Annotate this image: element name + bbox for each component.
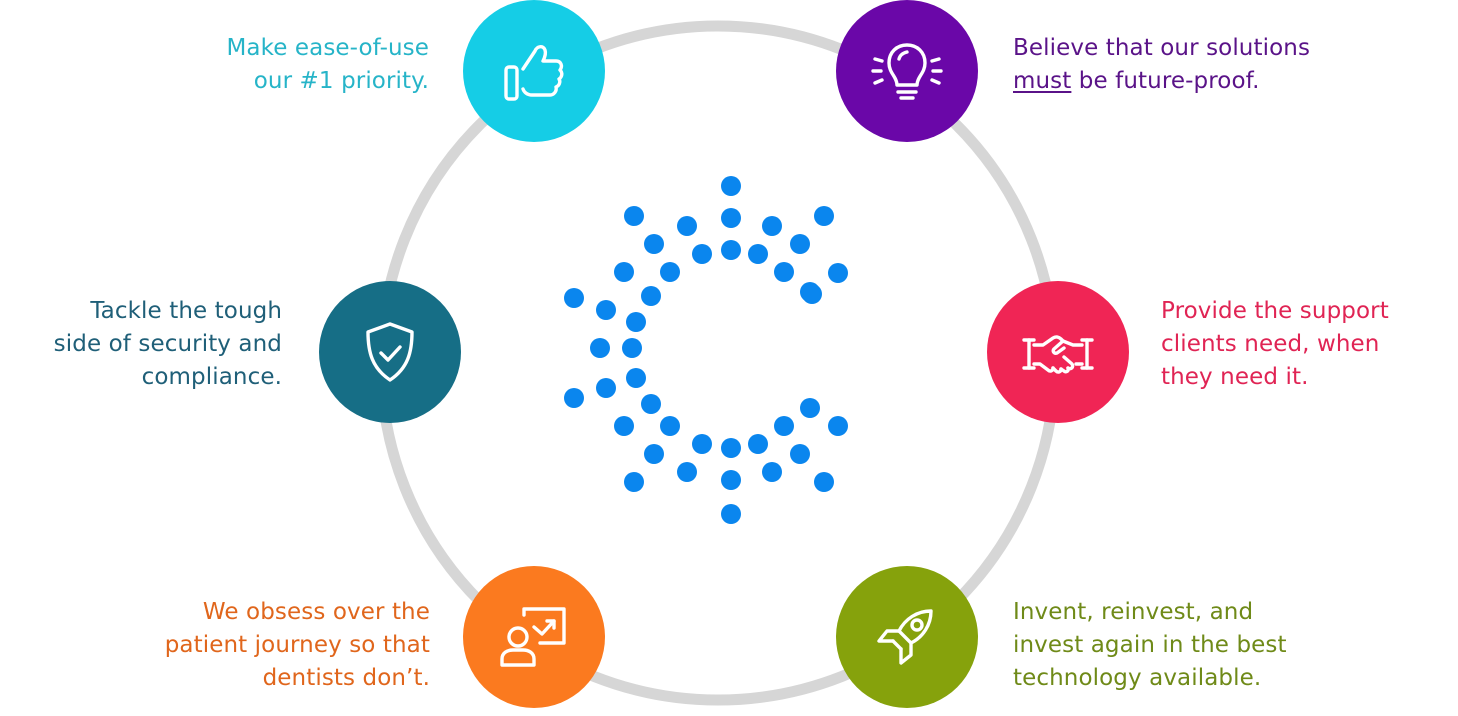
ease-of-use-line-1: Make ease-of-use [226,35,429,61]
technology-line-1: Invent, reinvest, and [1013,599,1254,625]
support-line-3: they need it. [1161,364,1309,390]
future-proof-badge [836,0,978,142]
support-line-2: clients need, when [1161,331,1380,357]
brand-logo [564,176,848,524]
logo-dot [692,244,712,264]
technology-text: Invent, reinvest, and invest again in th… [1013,596,1287,695]
patient-journey-badge [463,566,605,708]
security-text: Tackle the tough side of security and co… [54,295,282,394]
logo-dot [596,300,616,320]
ease-of-use-text: Make ease-of-use our #1 priority. [226,32,429,98]
logo-dot [692,434,712,454]
logo-dot [564,388,584,408]
patient-journey-line-2: patient journey so that [164,632,430,658]
patient-journey-line-1: We obsess over the [202,599,430,625]
patient-journey-text: We obsess over the patient journey so th… [165,596,430,695]
security-line-3: compliance. [141,364,282,390]
ease-of-use-badge [463,0,605,142]
logo-dot [721,470,741,490]
logo-dot [644,234,664,254]
security-line-1: Tackle the tough [90,298,282,324]
technology-line-2: invest again in the best [1013,632,1287,658]
support-text: Provide the support clients need, when t… [1161,295,1389,394]
future-proof-line-2: must be future-proof. [1013,65,1310,98]
logo-dot [721,208,741,228]
logo-dot [748,244,768,264]
logo-dot [641,286,661,306]
logo-dot [677,462,697,482]
logo-dot [564,288,584,308]
logo-dot [590,338,610,358]
logo-dot [614,416,634,436]
logo-dot [721,240,741,260]
logo-dot [622,338,642,358]
logo-dot [828,416,848,436]
logo-dot [626,312,646,332]
logo-dot [748,434,768,454]
logo-dot [624,206,644,226]
future-proof-emphasis: must [1013,68,1072,94]
ease-of-use-line-2: our #1 priority. [253,68,429,94]
future-proof-line-2-rest: be future-proof. [1071,68,1260,94]
lightbulb-icon [871,43,943,100]
logo-dot [828,263,848,283]
logo-dot [814,472,834,492]
logo-dot [774,262,794,282]
logo-dot [624,472,644,492]
logo-dot [774,416,794,436]
logo-dot [814,206,834,226]
technology-line-3: technology available. [1013,665,1262,691]
rocket-icon [877,609,933,665]
logo-dot [626,368,646,388]
logo-dot [790,444,810,464]
logo-dot [677,216,697,236]
logo-dot [644,444,664,464]
shield-check-icon [366,322,414,382]
logo-dot [721,176,741,196]
security-line-2: side of security and [53,331,282,357]
support-badge [987,281,1129,423]
technology-badge [836,566,978,708]
handshake-icon [1022,335,1094,374]
logo-dot [660,262,680,282]
logo-dot [641,394,661,414]
patient-journey-line-3: dentists don’t. [262,665,430,691]
presenter-icon [500,607,566,667]
thumbs-up-icon [504,45,564,101]
logo-dot [614,262,634,282]
future-proof-text: Believe that our solutions must be futur… [1013,32,1310,98]
logo-dot [762,216,782,236]
logo-dot [762,462,782,482]
logo-dot [790,234,810,254]
logo-dot [660,416,680,436]
security-badge [319,281,461,423]
logo-dot [800,398,820,418]
support-line-1: Provide the support [1161,298,1389,324]
logo-dot [721,438,741,458]
logo-dot [721,504,741,524]
future-proof-line-1: Believe that our solutions [1013,35,1311,61]
logo-dot [802,284,822,304]
logo-dot [596,378,616,398]
